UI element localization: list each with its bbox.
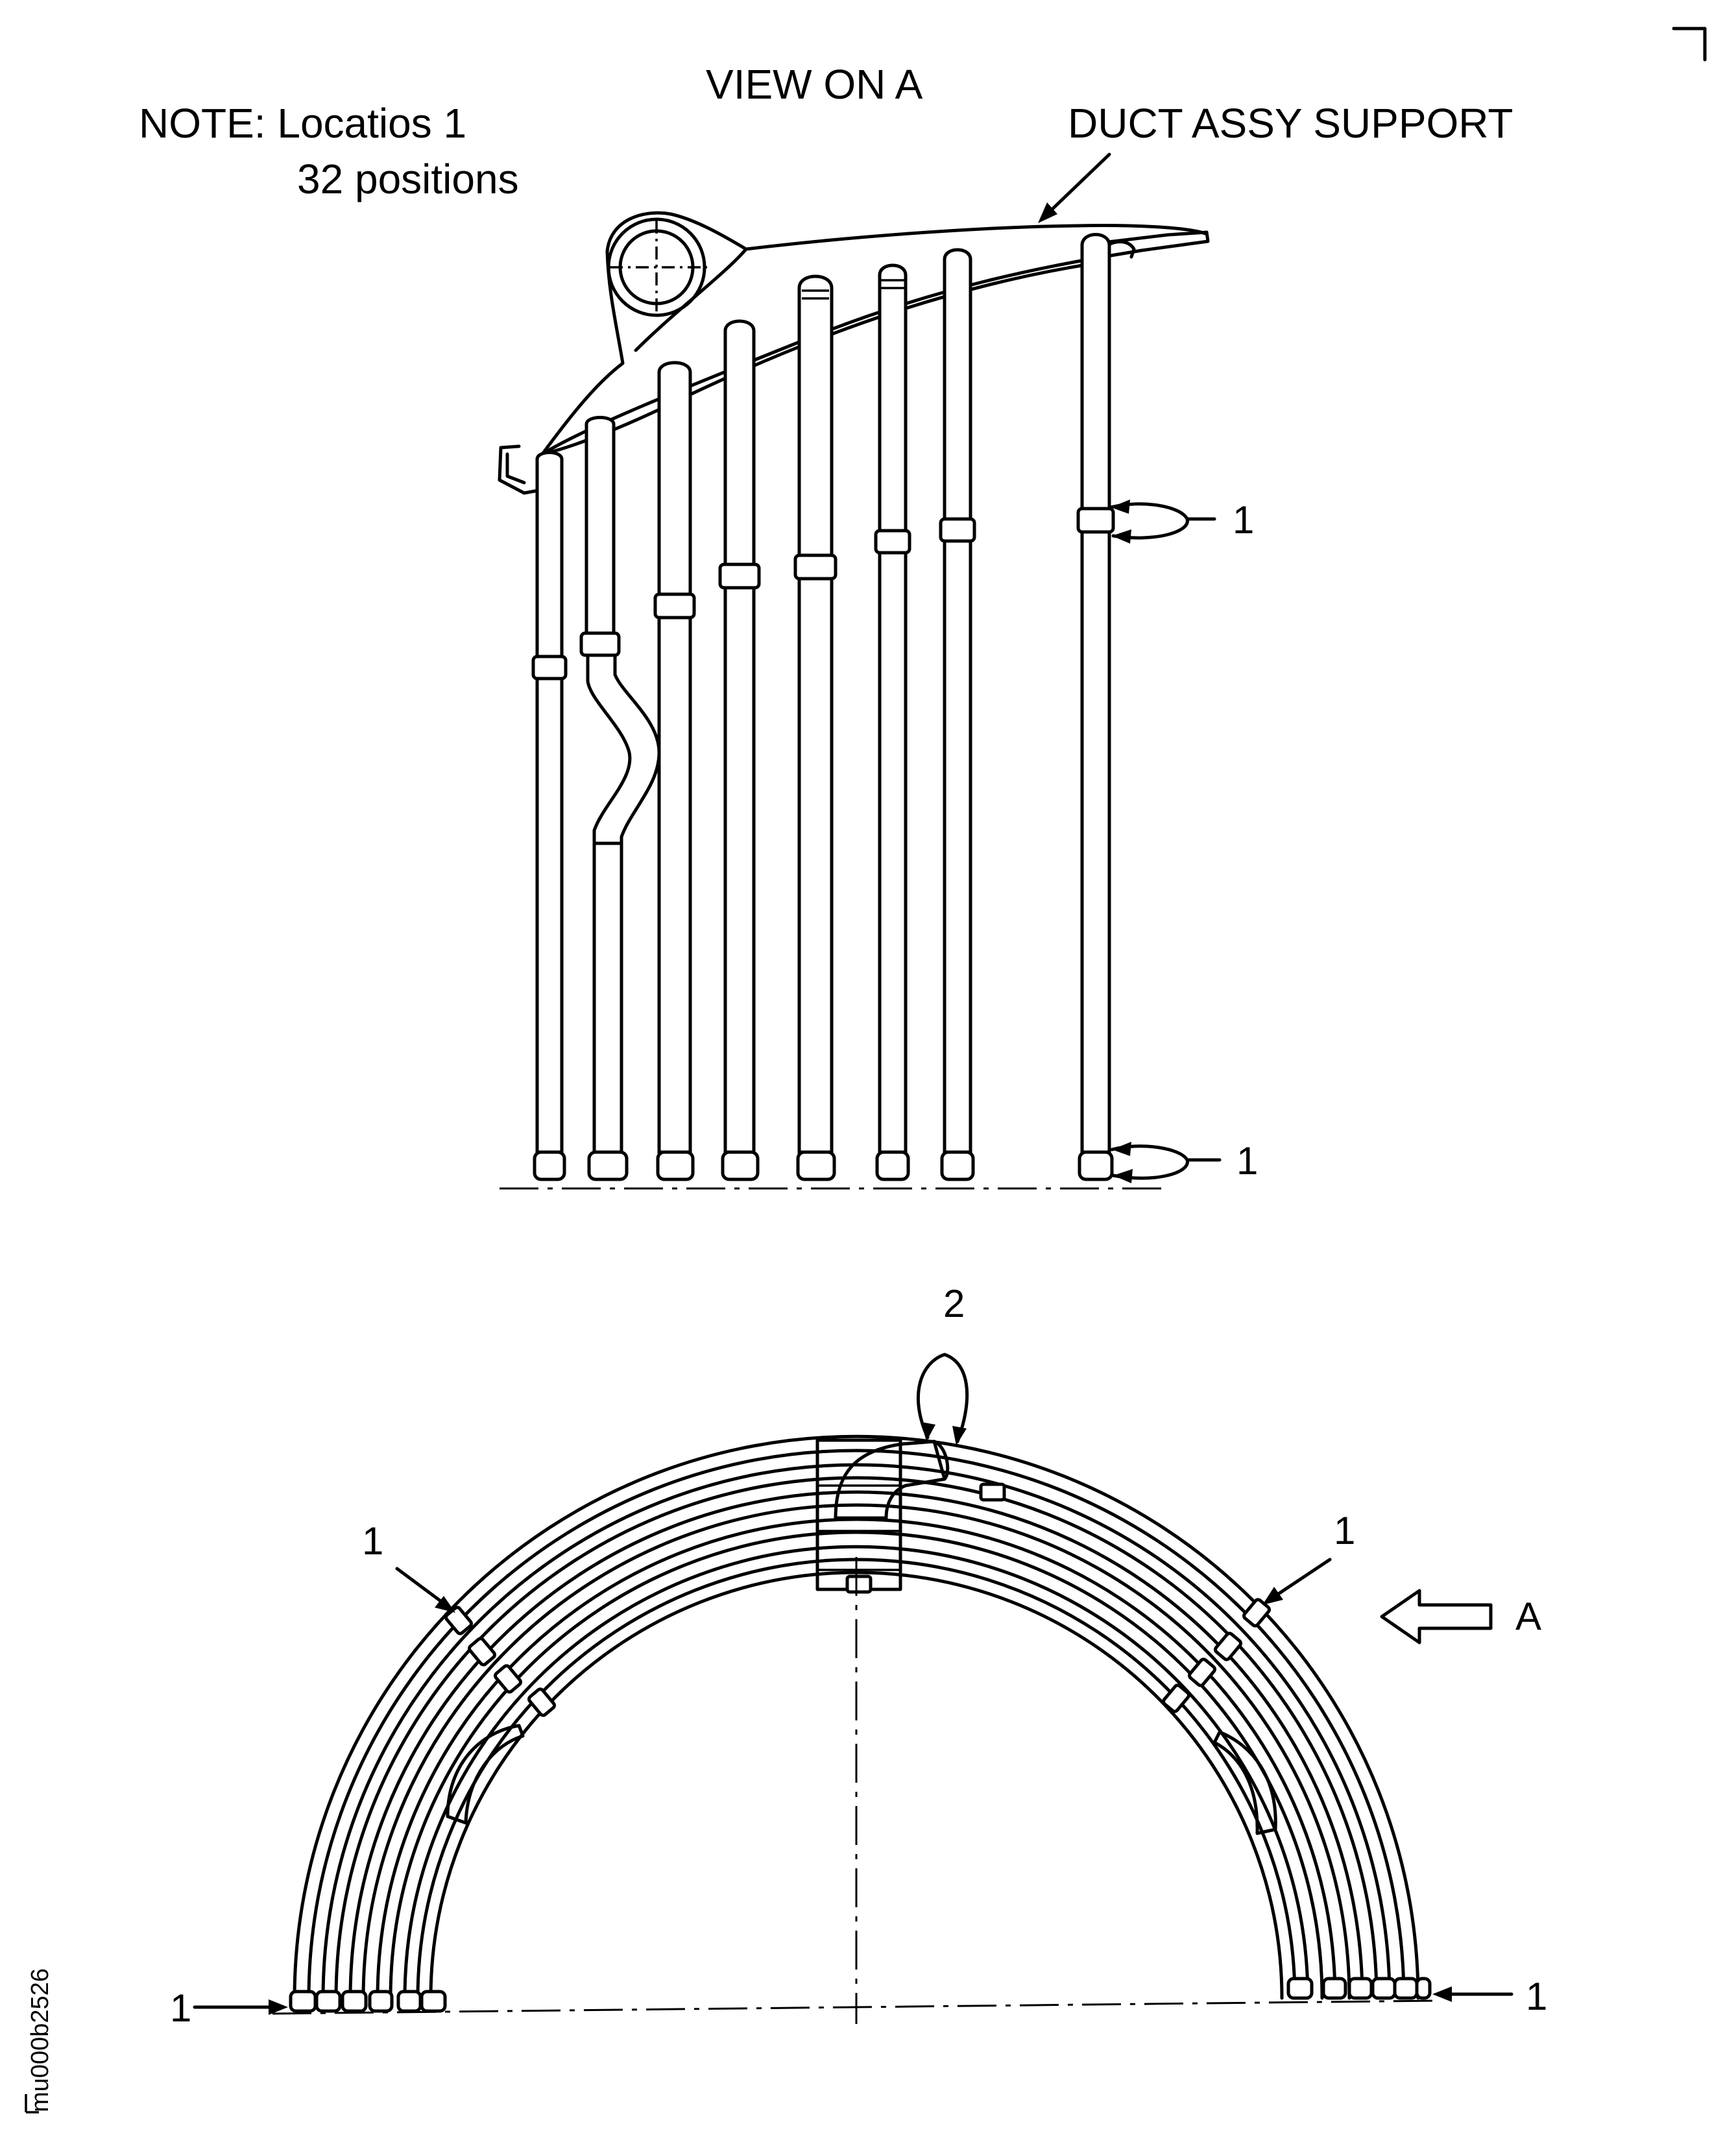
lower-arc-ducts bbox=[289, 1434, 1432, 2013]
upper-callout-1a: 1 bbox=[1109, 498, 1254, 544]
tube-5 bbox=[793, 274, 838, 1181]
svg-text:A: A bbox=[1515, 1595, 1541, 1638]
svg-text:1: 1 bbox=[362, 1519, 383, 1563]
view-arrow-a: A bbox=[1380, 1589, 1541, 1645]
svg-text:1: 1 bbox=[1526, 1975, 1547, 2018]
svg-text:mu000b2526: mu000b2526 bbox=[27, 1968, 54, 2112]
figure-id: mu000b2526 bbox=[25, 1968, 54, 2114]
svg-text:2: 2 bbox=[943, 1282, 965, 1325]
view-title: VIEW ON A bbox=[706, 61, 923, 108]
svg-text:1: 1 bbox=[170, 1986, 191, 2030]
lower-callout-2: 2 bbox=[917, 1282, 969, 1445]
tube-4 bbox=[718, 319, 761, 1181]
support-label: DUCT ASSY SUPPORT bbox=[1068, 100, 1513, 147]
tube-1 bbox=[531, 451, 568, 1181]
support-leader bbox=[1038, 152, 1111, 223]
upper-callout-1b: 1 bbox=[1110, 1139, 1258, 1183]
lower-callout-1-left-bottom: 1 bbox=[170, 1986, 288, 2030]
svg-text:1: 1 bbox=[1233, 498, 1254, 542]
corner-mark bbox=[1672, 27, 1707, 62]
tube-7 bbox=[939, 248, 976, 1181]
tube-3 bbox=[653, 361, 696, 1181]
lower-base-line bbox=[272, 1999, 1441, 2015]
lower-callout-1-right-top: 1 bbox=[1262, 1509, 1355, 1605]
note-line-2: 32 positions bbox=[297, 156, 519, 202]
tube-8 bbox=[1076, 233, 1115, 1181]
tube-2 bbox=[579, 416, 661, 1181]
note-line-1: NOTE: Locatios 1 bbox=[139, 100, 466, 147]
lower-callout-1-right-bottom: 1 bbox=[1432, 1975, 1547, 2018]
lower-callout-1-left-top: 1 bbox=[362, 1519, 455, 1613]
svg-text:1: 1 bbox=[1334, 1509, 1355, 1552]
svg-text:1: 1 bbox=[1236, 1139, 1258, 1183]
upper-tubes bbox=[531, 233, 1115, 1181]
tube-6 bbox=[874, 263, 911, 1181]
